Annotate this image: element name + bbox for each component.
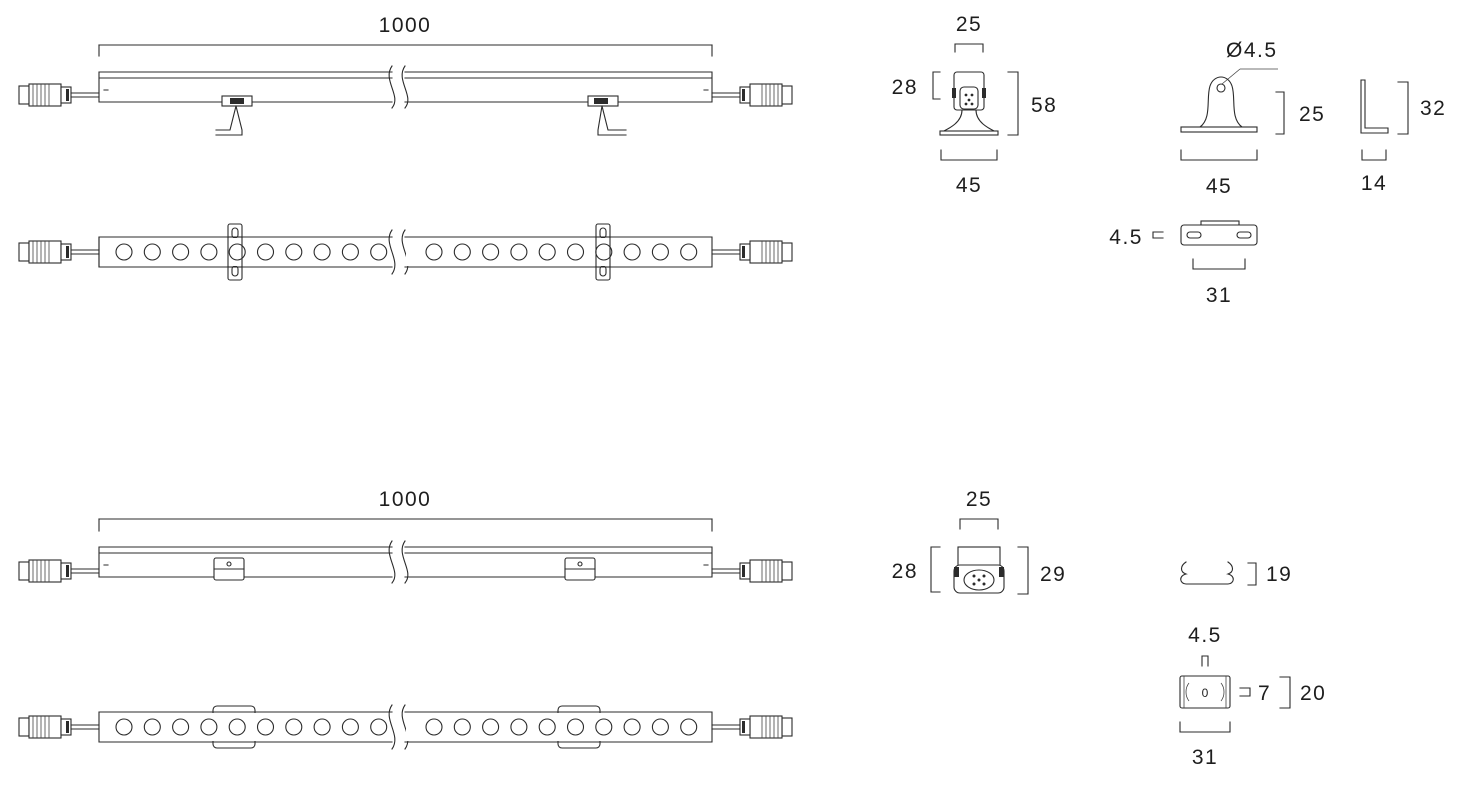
end-view-upper: 25 28 58 45 — [892, 13, 1057, 197]
length-label-lower: 1000 — [379, 488, 432, 511]
led-lens — [510, 243, 528, 261]
led-lens — [566, 243, 585, 261]
end-head-height-upper: 28 — [892, 76, 918, 99]
led-lens — [425, 243, 443, 261]
clip-width: 31 — [1192, 746, 1218, 769]
led-lens — [256, 243, 275, 261]
led-lens — [425, 718, 443, 736]
bracket-height: 25 — [1299, 103, 1325, 126]
length-dimension-lower: 1000 — [98, 488, 713, 532]
lamp-side-view-upper — [18, 65, 793, 136]
led-lens — [228, 718, 246, 736]
led-lens — [115, 718, 133, 736]
lamp-front-view-lower — [18, 704, 793, 750]
lamp-front-view-upper — [18, 223, 793, 281]
led-lens — [200, 243, 218, 261]
led-lens — [680, 718, 698, 736]
end-base-width-upper: 45 — [956, 174, 982, 197]
led-lens — [510, 718, 528, 736]
led-lens — [680, 243, 698, 261]
led-lens — [172, 718, 190, 736]
led-lens — [256, 718, 275, 736]
bracket-base-width: 45 — [1206, 175, 1232, 198]
length-label-upper: 1000 — [379, 14, 432, 37]
clip-detail: 19 4.5 0 7 20 31 — [1179, 561, 1326, 769]
led-lens — [538, 718, 556, 736]
bracket-detail: Ø4.5 25 45 32 14 4.5 31 — [1109, 39, 1446, 307]
led-lens — [143, 243, 161, 261]
end-total-height-lower: 29 — [1040, 563, 1066, 586]
led-lens — [482, 243, 500, 261]
mounting-bracket-right — [587, 95, 627, 136]
led-lens — [115, 243, 133, 261]
mounting-clip-left — [213, 557, 245, 581]
bracket-slot-width: 4.5 — [1109, 226, 1143, 249]
led-row-lower-right — [425, 718, 698, 736]
led-lens — [200, 718, 218, 736]
led-lens — [285, 243, 303, 261]
mounting-clip-right — [564, 557, 596, 581]
led-row-lower-left — [115, 718, 388, 736]
end-width-lower: 25 — [966, 488, 992, 511]
led-lens — [285, 718, 303, 736]
led-row-upper-left — [115, 243, 388, 261]
led-lens — [623, 718, 641, 736]
clip-inner-height: 7 — [1258, 682, 1271, 705]
clip-total-height: 20 — [1300, 682, 1326, 705]
lamp-side-view-lower — [18, 540, 793, 584]
led-lens — [370, 243, 388, 261]
bracket-side-depth: 14 — [1361, 172, 1387, 195]
bracket-side-height: 32 — [1420, 97, 1446, 120]
led-lens — [313, 718, 331, 736]
bracket-hole-diameter: Ø4.5 — [1226, 39, 1278, 62]
end-view-lower: 25 28 29 — [892, 488, 1066, 595]
led-lens — [651, 243, 669, 261]
led-lens — [313, 243, 331, 261]
led-lens — [228, 243, 246, 261]
led-lens — [453, 718, 471, 736]
mounting-bracket-left — [215, 95, 253, 136]
clip-hole-label: 0 — [1202, 686, 1209, 700]
led-lens — [538, 243, 556, 261]
led-lens — [341, 243, 359, 261]
led-lens — [595, 718, 613, 736]
bracket-slot-spacing: 31 — [1206, 284, 1232, 307]
end-total-height-upper: 58 — [1031, 94, 1057, 117]
led-lens — [370, 718, 388, 736]
led-lens — [453, 243, 471, 261]
led-lens — [482, 718, 500, 736]
led-lens — [341, 718, 359, 736]
end-width-upper: 25 — [956, 13, 982, 36]
led-lens — [143, 718, 161, 736]
clip-slot-width: 4.5 — [1188, 624, 1222, 647]
clip-height: 19 — [1266, 563, 1292, 586]
led-lens — [172, 243, 190, 261]
length-dimension-upper: 1000 — [98, 14, 713, 57]
led-lens — [566, 718, 585, 736]
end-head-height-lower: 28 — [892, 560, 918, 583]
led-lens — [623, 243, 641, 261]
led-lens — [651, 718, 669, 736]
